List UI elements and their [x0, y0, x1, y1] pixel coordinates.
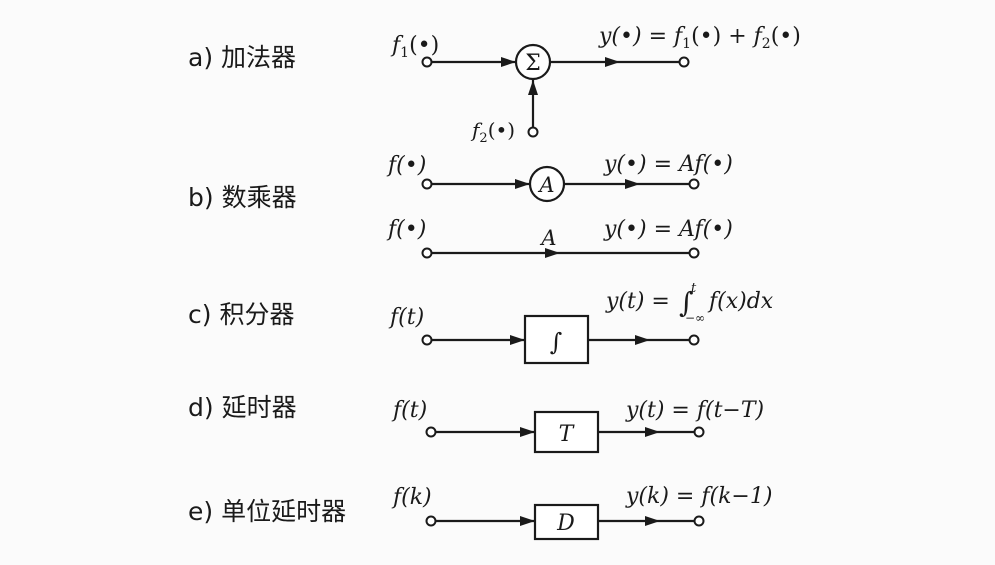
- adder-input1-terminal: [421, 56, 433, 68]
- delay-output-arrow: [645, 427, 660, 437]
- scaler-alt-input-label: f(•): [386, 217, 426, 242]
- label-delay: d) 延时器: [188, 393, 297, 422]
- scaler-alt-gain: A: [539, 226, 556, 250]
- delay-output-equation: y(t) = f(t−T): [625, 398, 764, 423]
- scaler-alt-input-terminal: [421, 247, 433, 259]
- integrator-output-lower-limit: −∞: [685, 311, 705, 325]
- unit-delay-diagram: f(k) D y(k) = f(k−1): [391, 484, 772, 541]
- integrator-diagram: f(t) ∫ y(t) = ∫ t −∞ f(x)dx: [388, 281, 774, 365]
- delay-input-label: f(t): [391, 398, 427, 423]
- adder-input2-terminal: [527, 126, 539, 138]
- scaler-diagram: f(•) A y(•) = Af(•) f(•) A y(•) = Af(•): [386, 152, 733, 259]
- adder-input2-arrow: [528, 80, 538, 95]
- adder-input2-label: f2(•): [470, 118, 515, 146]
- integrator-input-label: f(t): [388, 305, 424, 330]
- unit-delay-input-arrow: [520, 516, 535, 526]
- label-scaler: b) 数乘器: [188, 183, 297, 212]
- adder-output-arrow: [605, 57, 620, 67]
- adder-diagram: f1(•) Σ f2(•) y(•) = f1(•) + f2(•): [390, 24, 801, 146]
- integrator-output-upper-limit: t: [691, 281, 697, 296]
- scaler-input-terminal: [421, 178, 433, 190]
- unit-delay-output-arrow: [645, 516, 660, 526]
- scaler-alt-output-terminal: [688, 247, 700, 259]
- unit-delay-input-label: f(k): [391, 485, 432, 510]
- adder-input1-arrow: [501, 57, 516, 67]
- delay-block: [533, 410, 600, 454]
- adder-output-terminal: [678, 56, 690, 68]
- delay-output-terminal: [693, 426, 705, 438]
- delay-block-symbol: T: [559, 422, 576, 447]
- delay-input-terminal: [425, 426, 437, 438]
- integrator-block-symbol: ∫: [550, 328, 563, 356]
- integrator-output-terminal: [688, 334, 700, 346]
- integrator-output-lhs: y(t) =: [605, 289, 670, 314]
- label-unit-delay: e) 单位延时器: [188, 497, 347, 526]
- integrator-output-arrow: [635, 335, 650, 345]
- adder-output-equation: y(•) = f1(•) + f2(•): [598, 24, 801, 52]
- scaler-output-terminal: [688, 178, 700, 190]
- integrator-input-terminal: [421, 334, 433, 346]
- unit-delay-block-symbol: D: [556, 511, 575, 536]
- scaler-alt-output-equation: y(•) = Af(•): [603, 217, 733, 242]
- label-adder: a) 加法器: [188, 43, 297, 72]
- scaler-gain-symbol: A: [537, 173, 554, 197]
- adder-sigma-symbol: Σ: [525, 51, 541, 76]
- unit-delay-output-equation: y(k) = f(k−1): [625, 484, 772, 509]
- scaler-input-arrow: [515, 179, 530, 189]
- scaler-output-equation: y(•) = Af(•): [603, 152, 733, 177]
- scaler-input-label: f(•): [386, 153, 426, 178]
- adder-input1-label: f1(•): [390, 33, 439, 61]
- integrator-output-rhs: f(x)dx: [707, 289, 774, 314]
- delay-input-arrow: [520, 427, 535, 437]
- scaler-alt-arrow: [545, 248, 560, 258]
- scaler-output-arrow: [625, 179, 640, 189]
- unit-delay-output-terminal: [693, 515, 705, 527]
- integrator-output-integral-sign: ∫: [679, 286, 694, 319]
- label-integrator: c) 积分器: [188, 300, 295, 329]
- delay-diagram: f(t) T y(t) = f(t−T): [391, 398, 764, 454]
- integrator-input-arrow: [510, 335, 525, 345]
- unit-delay-input-terminal: [425, 515, 437, 527]
